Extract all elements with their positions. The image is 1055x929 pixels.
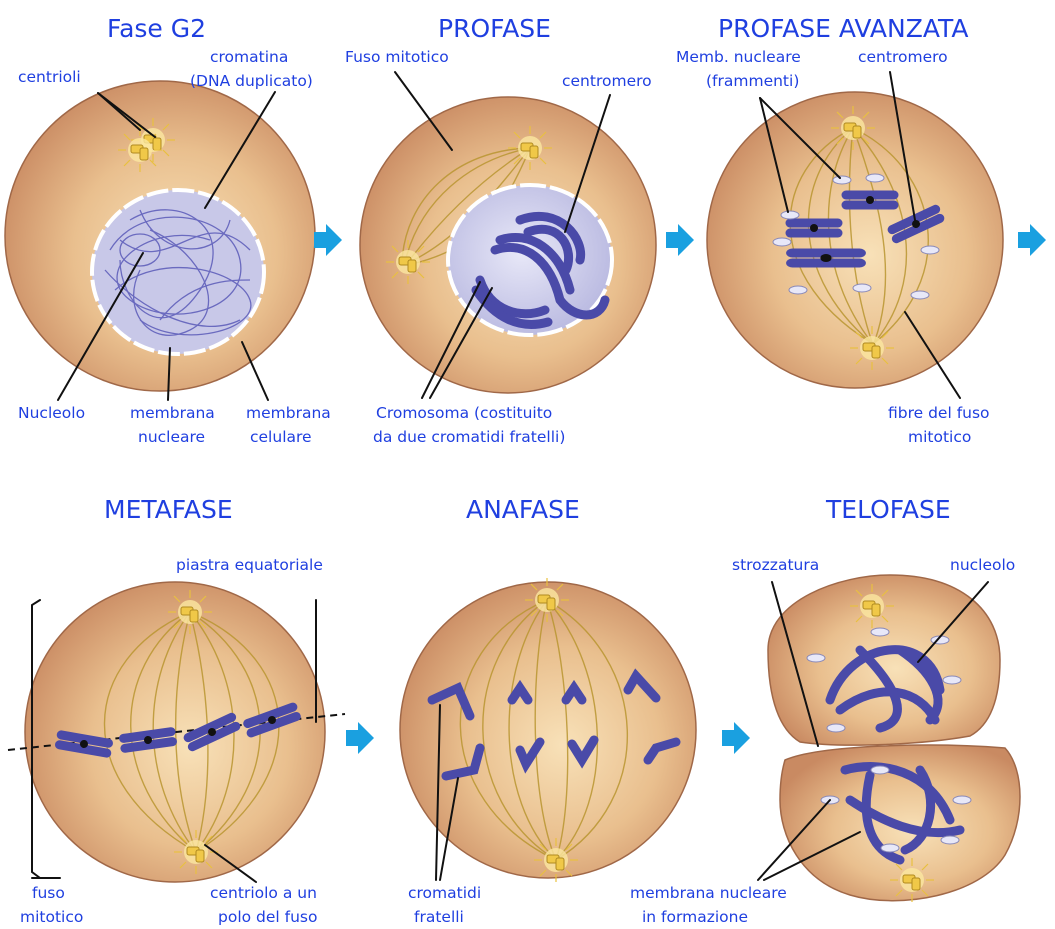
label-fuso-2-meta: mitotico [20, 908, 83, 926]
label-piastra-equatoriale: piastra equatoriale [176, 556, 323, 574]
arrow-5-icon [722, 722, 750, 754]
centriole-ana-top [525, 578, 569, 622]
label-membrana-nucleare-2: nucleare [138, 428, 205, 446]
label-fibre-2: mitotico [908, 428, 971, 446]
label-fuso-mitotico: Fuso mitotico [345, 48, 449, 66]
label-cromosoma-1: Cromosoma (costituito [376, 404, 552, 422]
centriole-g2-b [118, 128, 162, 172]
label-nucleolo-g2: Nucleolo [18, 404, 85, 422]
centriole-pa-top [831, 106, 875, 150]
arrow-1-icon [314, 224, 342, 256]
label-cromatina-1: cromatina [210, 48, 288, 66]
panel-anafase: ANAFASE cromatidi fratelli [400, 495, 696, 926]
panel-metafase: METAFASE piastra equatoriale fuso mitoti… [8, 495, 345, 926]
arrow-2-icon [666, 224, 694, 256]
label-cromatidi-1: cromatidi [408, 884, 481, 902]
label-cromatidi-2: fratelli [414, 908, 464, 926]
centriole-telo-top [850, 584, 894, 628]
label-nucleolo-telofase: nucleolo [950, 556, 1015, 574]
label-membrana-nucleare-1: membrana [130, 404, 215, 422]
centriole-pa-bottom [850, 326, 894, 370]
label-centriolo-1: centriolo a un [210, 884, 317, 902]
panel-profase-avanzata: PROFASE AVANZATA [676, 14, 1003, 446]
label-fuso-1-meta: fuso [32, 884, 65, 902]
centriole-profase-left [386, 240, 430, 284]
cell-telofase-top [768, 575, 1000, 745]
label-membrana-celulare-2: celulare [250, 428, 312, 446]
panel-title-anafase: ANAFASE [466, 495, 580, 524]
centriole-profase-top [508, 126, 552, 170]
label-cromatina-2: (DNA duplicato) [190, 72, 313, 90]
label-strozzatura: strozzatura [732, 556, 819, 574]
centriole-telo-bottom [890, 858, 934, 902]
centriole-ana-bottom [534, 838, 578, 882]
label-memb-nucleare-1: Memb. nucleare [676, 48, 801, 66]
label-membrana-celulare-1: membrana [246, 404, 331, 422]
label-membrana-formazione-2: in formazione [642, 908, 748, 926]
arrow-3-icon [1018, 224, 1046, 256]
label-centriolo-2: polo del fuso [218, 908, 318, 926]
panel-title-profase-avanzata: PROFASE AVANZATA [718, 14, 968, 43]
label-centromero-profase: centromero [562, 72, 652, 90]
panel-title-telofase: TELOFASE [825, 495, 951, 524]
label-memb-nucleare-2: (frammenti) [706, 72, 799, 90]
panel-profase: PROFASE Fuso mitotico centromero Cromoso… [345, 14, 656, 446]
label-cromosoma-2: da due cromatidi fratelli) [373, 428, 565, 446]
label-membrana-formazione-1: membrana nucleare [630, 884, 787, 902]
panel-title-metafase: METAFASE [104, 495, 233, 524]
panel-title-g2: Fase G2 [107, 14, 206, 43]
cell-anafase [400, 582, 696, 878]
centriole-meta-top [168, 590, 212, 634]
label-centrioli: centrioli [18, 68, 81, 86]
panel-fase-g2: Fase G2 centrioli cromatina (DNA duplica… [5, 14, 331, 446]
arrow-4-icon [346, 722, 374, 754]
label-fibre-1: fibre del fuso [888, 404, 990, 422]
centriole-meta-bottom [174, 830, 218, 874]
panel-title-profase: PROFASE [438, 14, 551, 43]
label-centromero-pa: centromero [858, 48, 948, 66]
